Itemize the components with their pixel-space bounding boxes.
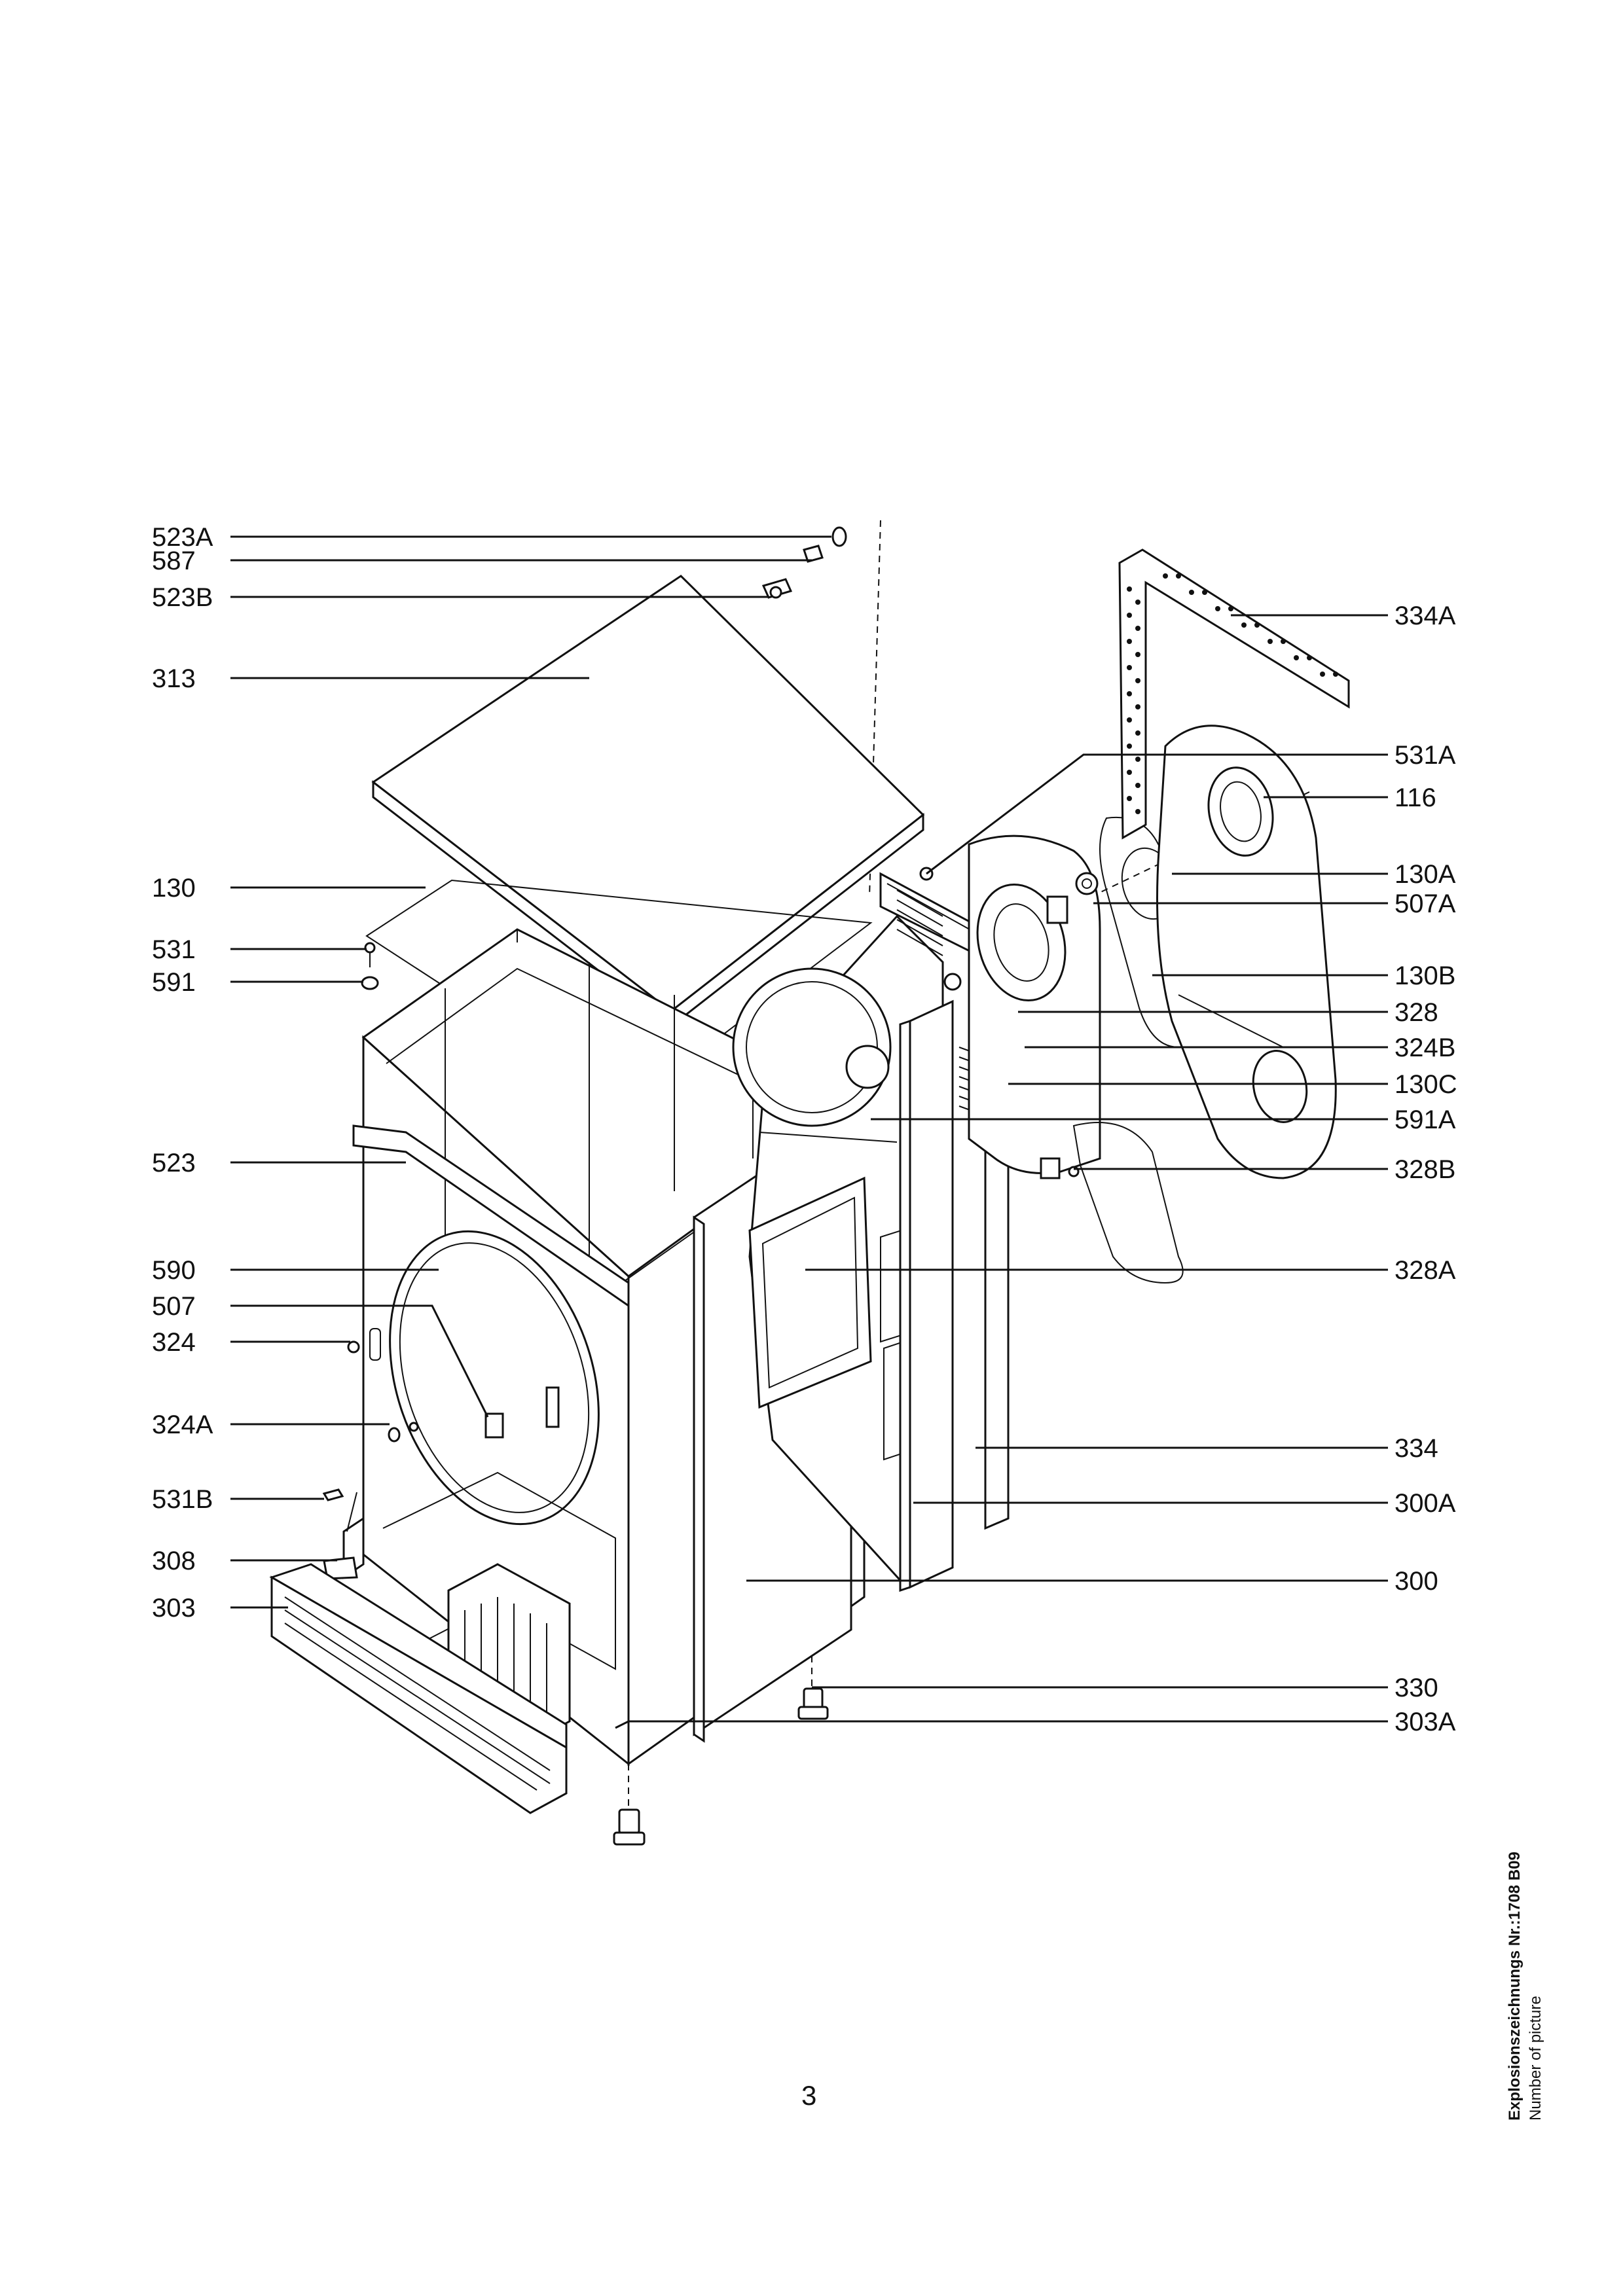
label-591: 591 [152,968,196,997]
part-labels-left: 523A 587 523B 313 130 531 591 523 590 50… [152,523,213,1623]
page-number: 3 [801,2080,817,2111]
label-130C: 130C [1395,1070,1457,1099]
label-324A: 324A [152,1410,213,1439]
leader-lines [230,535,1388,1729]
kick-plate [269,1563,568,1814]
label-303: 303 [152,1594,196,1623]
seal-130C [1072,1122,1184,1284]
label-308: 308 [152,1547,196,1575]
label-130B: 130B [1395,961,1455,990]
label-523A: 523A [152,523,213,552]
label-334A: 334A [1395,601,1456,630]
label-324B: 324B [1395,1033,1455,1062]
label-523B: 523B [152,583,213,612]
label-531: 531 [152,935,196,964]
label-328A: 328A [1395,1256,1456,1285]
label-590: 590 [152,1256,196,1285]
top-hinge-hardware [761,526,847,599]
foot-rear [797,1656,829,1720]
drawing-caption: Explosionszeichnungs Nr.:1708 B09 Number… [1506,1852,1545,2121]
label-334: 334 [1395,1434,1438,1463]
label-328: 328 [1395,998,1438,1027]
drum-assembly [732,914,944,1585]
label-507A: 507A [1395,889,1456,918]
label-313: 313 [152,664,196,693]
label-507: 507 [152,1292,196,1321]
exploded-drawing [269,520,1350,1846]
label-328B: 328B [1395,1155,1455,1184]
label-531A: 531A [1395,741,1456,770]
screw-531 [364,942,376,967]
label-303A: 303A [1395,1708,1456,1736]
label-300: 300 [1395,1567,1438,1596]
label-130A: 130A [1395,860,1456,889]
washer-591 [361,976,379,990]
label-300A: 300A [1395,1489,1456,1518]
label-116: 116 [1395,783,1436,812]
label-324: 324 [152,1328,196,1357]
label-531B: 531B [152,1485,213,1514]
rear-cover-328 [968,834,1101,1179]
label-523: 523 [152,1149,196,1177]
heater-housing-116 [1156,725,1337,1179]
label-591A: 591A [1395,1105,1456,1134]
part-labels-right: 334A 531A 116 130A 507A 130B 328 324B 13… [1395,601,1457,1736]
top-cover-plate [371,575,925,1029]
label-330: 330 [1395,1674,1438,1702]
label-587: 587 [152,547,196,575]
rear-frame-300A [899,999,954,1592]
label-130: 130 [152,874,196,903]
perforated-bracket-334A [1118,548,1350,840]
foot-front [613,1764,646,1846]
caption-subtitle: Number of picture [1527,1996,1544,2121]
caption-drawing-number: Explosionszeichnungs Nr.:1708 B09 [1506,1852,1523,2121]
